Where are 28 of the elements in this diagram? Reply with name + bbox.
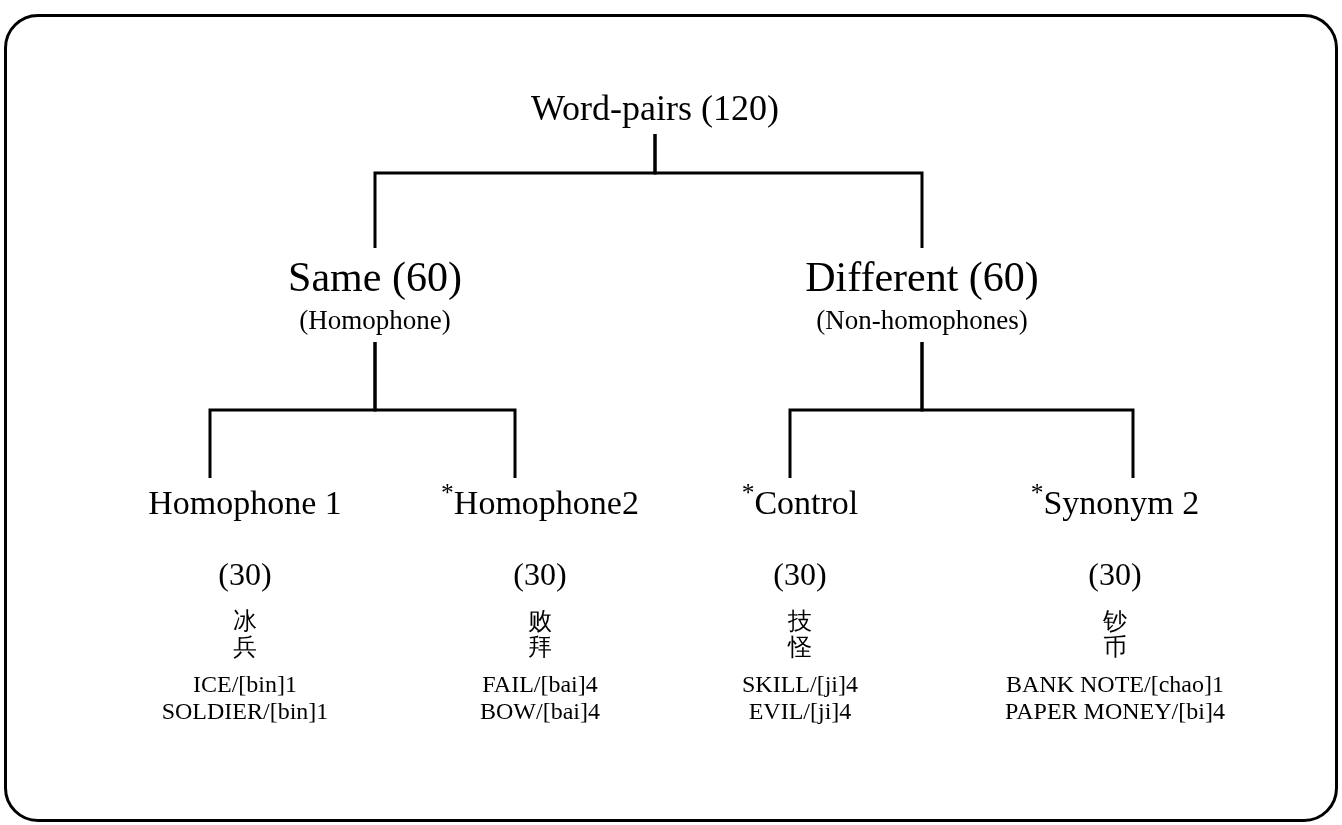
connector-line: [373, 342, 517, 478]
node-label: Word-pairs (120): [531, 87, 779, 130]
chinese-characters: 技怪: [788, 608, 812, 661]
node-label: (30): [218, 555, 272, 594]
chinese-characters: 冰兵: [233, 608, 257, 661]
node-label: (30): [773, 555, 827, 594]
node-label: (30): [1088, 555, 1142, 594]
chinese-characters: 钞币: [1103, 608, 1127, 661]
node-label: $^{*}$Synonym 2: [1030, 482, 1200, 523]
node-label: $^{*}$Homophone2: [441, 482, 639, 523]
connector-line: [653, 134, 924, 248]
node-label: PAPER MONEY/[bi]4: [1005, 697, 1225, 725]
node-label: Homophone 1: [148, 483, 342, 523]
node-label: ICE/[bin]1: [193, 670, 297, 698]
node-label: SOLDIER/[bin]1: [161, 697, 329, 725]
node-label: BANK NOTE/[chao]1: [1006, 670, 1224, 698]
node-label: BOW/[bai]4: [480, 697, 600, 725]
node-label: (30): [513, 555, 567, 594]
node-label: FAIL/[bai]4: [482, 670, 598, 698]
node-label: Same (60): [288, 253, 462, 302]
connector-line: [920, 342, 1135, 478]
node-label: Different (60): [805, 253, 1039, 302]
node-label: (Homophone): [299, 304, 451, 337]
node-label: (Non-homophones): [816, 304, 1028, 337]
node-label: SKILL/[ji]4: [742, 670, 858, 698]
node-label: EVIL/[ji]4: [748, 697, 852, 725]
chinese-characters: 败拜: [528, 608, 552, 661]
node-label: $^{*}$Control: [741, 482, 859, 523]
